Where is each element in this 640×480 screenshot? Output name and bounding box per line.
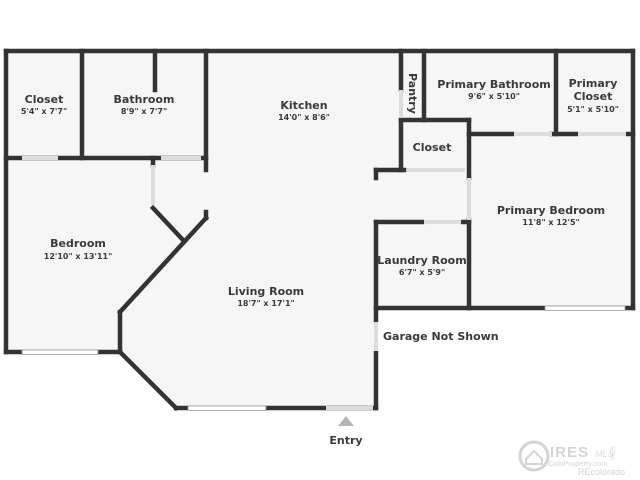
room-dimensions: 11'8" x 12'5" — [522, 218, 579, 227]
room-name: Closet — [25, 93, 64, 106]
room-name: Pantry — [406, 73, 419, 114]
room-kitchen: Kitchen 14'0" x 8'6" — [278, 99, 330, 122]
watermark-site: ColoProperty.com — [548, 459, 607, 468]
room-name-line2: Closet — [574, 90, 613, 103]
room-bathroom: Bathroom 8'9" x 7'7" — [114, 93, 175, 116]
room-primary-bathroom: Primary Bathroom 9'6" x 5'10" — [437, 78, 550, 101]
room-bedroom: Bedroom 12'10" x 13'11" — [44, 237, 113, 261]
watermark-mls: MLS — [595, 449, 614, 459]
room-dimensions: 18'7" x 17'1" — [237, 299, 294, 308]
room-primary-bedroom: Primary Bedroom 11'8" x 12'5" — [497, 204, 605, 227]
room-closet-center: Closet — [413, 141, 452, 154]
garage-note: Garage Not Shown — [383, 330, 499, 343]
watermark-side: IRES — [611, 446, 617, 460]
ires-watermark: IRES MLS ColoProperty.com REcolorado IRE… — [518, 440, 625, 477]
room-dimensions: 12'10" x 13'11" — [44, 252, 113, 261]
room-laundry-room: Laundry Room 6'7" x 5'9" — [377, 254, 466, 277]
room-closet-left: Closet 5'4" x 7'7" — [21, 93, 67, 116]
room-dimensions: 9'6" x 5'10" — [468, 92, 520, 101]
floor-fill — [6, 51, 633, 408]
room-name: Kitchen — [280, 99, 327, 112]
watermark-partner: REcolorado — [578, 467, 625, 477]
room-dimensions: 5'4" x 7'7" — [21, 107, 67, 116]
room-dimensions: 6'7" x 5'9" — [399, 268, 445, 277]
room-name-line1: Primary — [569, 77, 618, 90]
room-dimensions: 5'1" x 5'10" — [567, 105, 619, 114]
room-living-room: Living Room 18'7" x 17'1" — [228, 285, 304, 308]
room-name: Bedroom — [50, 237, 106, 250]
room-dimensions: 8'9" x 7'7" — [121, 107, 167, 116]
room-name: Primary Bedroom — [497, 204, 605, 217]
room-dimensions: 14'0" x 8'6" — [278, 113, 330, 122]
room-primary-closet: Primary Closet 5'1" x 5'10" — [567, 77, 619, 114]
windows — [21, 305, 626, 411]
doors — [22, 90, 626, 410]
watermark-brand: IRES — [550, 444, 589, 461]
room-name: Laundry Room — [377, 254, 466, 267]
room-name: Living Room — [228, 285, 304, 298]
room-name: Closet — [413, 141, 452, 154]
room-name: Bathroom — [114, 93, 175, 106]
room-pantry: Pantry — [406, 73, 419, 114]
room-name: Primary Bathroom — [437, 78, 550, 91]
house-logo-icon — [518, 440, 550, 472]
entry-arrow-icon — [338, 416, 354, 426]
entry-label: Entry — [329, 434, 362, 447]
